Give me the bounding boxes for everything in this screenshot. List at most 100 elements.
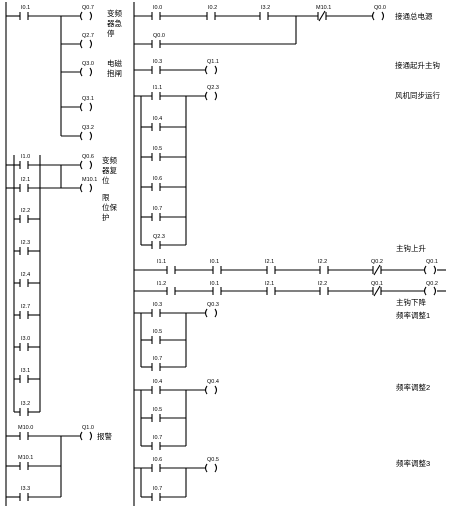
coil-Q1.0 bbox=[79, 431, 93, 441]
nc-contact-Q0.2 bbox=[372, 264, 382, 276]
coil-address: Q0.3 bbox=[207, 302, 219, 308]
contact-I0.1 bbox=[212, 287, 222, 295]
comment-label: 频率调整1 bbox=[396, 310, 430, 320]
contact-address: I3.2 bbox=[261, 5, 270, 11]
contact-address: M10.0 bbox=[18, 425, 33, 431]
contact-address: I1.1 bbox=[153, 85, 162, 91]
comment-line: 变频 bbox=[102, 155, 117, 165]
contact-address: I0.6 bbox=[153, 176, 162, 182]
contact-M10.0 bbox=[19, 432, 29, 440]
contact-I0.5 bbox=[151, 414, 161, 422]
contact-address: I0.7 bbox=[153, 206, 162, 212]
coil-Q3.2 bbox=[79, 131, 93, 141]
coil-Q0.7 bbox=[79, 11, 93, 21]
contact-I2.2 bbox=[319, 287, 329, 295]
comment-label: 主钩下降 bbox=[396, 297, 426, 307]
comment-label: 频率调整3 bbox=[396, 458, 430, 468]
coil-Q0.4 bbox=[204, 385, 218, 395]
contact-address: I0.2 bbox=[208, 5, 217, 11]
contact-address: I0.7 bbox=[153, 435, 162, 441]
coil-address: Q0.5 bbox=[207, 457, 219, 463]
coil-address: Q3.2 bbox=[82, 125, 94, 131]
coil-Q2.3 bbox=[204, 91, 218, 101]
comment-line: 护 bbox=[102, 212, 110, 222]
contact-I0.7 bbox=[151, 493, 161, 501]
contact-address: I0.7 bbox=[153, 486, 162, 492]
contact-Q0.0 bbox=[151, 40, 161, 48]
contact-I2.2 bbox=[19, 215, 29, 223]
contact-I0.7 bbox=[151, 213, 161, 221]
contact-I0.0 bbox=[151, 12, 161, 20]
contact-address: I0.3 bbox=[153, 302, 162, 308]
comment-line: 抱闸 bbox=[107, 68, 122, 78]
contact-address: Q0.1 bbox=[371, 281, 383, 287]
contact-I0.3 bbox=[151, 66, 161, 74]
contact-I2.1 bbox=[266, 287, 276, 295]
contact-address: I2.2 bbox=[318, 259, 327, 265]
comment-label: 频率调整2 bbox=[396, 382, 430, 392]
right-rung-1: I0.0 I0.2 I3.2 Q0.0 M10.1 Q0.0 接通总电源 bbox=[134, 5, 433, 48]
contact-address: Q0.0 bbox=[153, 33, 165, 39]
contact-I0.5 bbox=[151, 153, 161, 161]
coil-address: M10.1 bbox=[82, 177, 97, 183]
contact-I2.2 bbox=[319, 266, 329, 274]
left-rung-1: I0.1 Q0.7 Q2.7 Q3.0 Q3.1 Q3.2 变频 器急 停 电磁… bbox=[6, 5, 122, 141]
coil-address: Q0.7 bbox=[82, 5, 94, 11]
contact-I0.4 bbox=[151, 123, 161, 131]
contact-I3.1 bbox=[19, 375, 29, 383]
contact-address: I1.1 bbox=[157, 259, 166, 265]
contact-I1.2 bbox=[166, 287, 176, 295]
contact-address: I0.5 bbox=[153, 146, 162, 152]
contact-address: I0.3 bbox=[153, 59, 162, 65]
contact-M10.1 bbox=[19, 462, 29, 470]
right-rung-7: I0.4 I0.5 I0.7 Q0.4 频率调整2 bbox=[134, 379, 430, 450]
coil-Q1.1 bbox=[204, 65, 218, 75]
contact-address: I0.0 bbox=[153, 5, 162, 11]
contact-I3.2 bbox=[19, 408, 29, 416]
contact-address: M10.1 bbox=[18, 455, 33, 461]
contact-I0.2 bbox=[206, 12, 216, 20]
contact-I3.2 bbox=[259, 12, 269, 20]
coil-address: Q0.0 bbox=[374, 5, 386, 11]
coil-address: Q0.2 bbox=[426, 281, 438, 287]
contact-address: Q2.3 bbox=[153, 234, 165, 240]
contact-address: I2.1 bbox=[265, 259, 274, 265]
right-rung-2: I0.3 Q1.1 接通起升主钩 bbox=[134, 59, 440, 75]
contact-address: I3.1 bbox=[21, 368, 30, 374]
comment-label: 主钩上升 bbox=[396, 243, 426, 253]
coil-Q3.0 bbox=[79, 67, 93, 77]
left-rung-2: I1.0 I2.1 I2.2 I2.3 I2.4 I2.7 I3.0 I3.1 … bbox=[6, 154, 117, 416]
contact-I0.6 bbox=[151, 464, 161, 472]
comment-line: 位 bbox=[102, 175, 110, 185]
coil-address: Q3.1 bbox=[82, 96, 94, 102]
coil-Q0.0 bbox=[371, 11, 385, 21]
contact-address: M10.1 bbox=[316, 5, 331, 11]
coil-M10.1 bbox=[79, 183, 93, 193]
contact-address: I3.2 bbox=[21, 401, 30, 407]
coil-address: Q0.4 bbox=[207, 379, 219, 385]
contact-address: I2.3 bbox=[21, 240, 30, 246]
coil-address: Q1.0 bbox=[82, 425, 94, 431]
comment-line: 停 bbox=[107, 28, 115, 38]
contact-I0.3 bbox=[151, 309, 161, 317]
coil-Q0.6 bbox=[79, 160, 93, 170]
contact-address: I1.0 bbox=[21, 154, 30, 160]
contact-I3.3 bbox=[19, 493, 29, 501]
contact-address: I0.1 bbox=[210, 259, 219, 265]
contact-I2.1 bbox=[266, 266, 276, 274]
contact-address: I2.2 bbox=[21, 208, 30, 214]
contact-I1.1 bbox=[151, 92, 161, 100]
right-rung-3: I1.1 I0.4 I0.5 I0.6 I0.7 Q2.3 Q2.3 风机同步运… bbox=[134, 85, 440, 249]
contact-I0.6 bbox=[151, 183, 161, 191]
coil-Q3.1 bbox=[79, 102, 93, 112]
contact-I0.7 bbox=[151, 363, 161, 371]
right-rung-6: I0.3 I0.5 I0.7 Q0.3 频率调整1 bbox=[134, 302, 430, 371]
coil-address: Q0.1 bbox=[426, 259, 438, 265]
contact-I0.1 bbox=[19, 12, 29, 20]
contact-I0.1 bbox=[212, 266, 222, 274]
contact-address: I3.0 bbox=[21, 336, 30, 342]
coil-Q0.5 bbox=[204, 463, 218, 473]
coil-address: Q3.0 bbox=[82, 61, 94, 67]
coil-address: Q2.3 bbox=[207, 85, 219, 91]
